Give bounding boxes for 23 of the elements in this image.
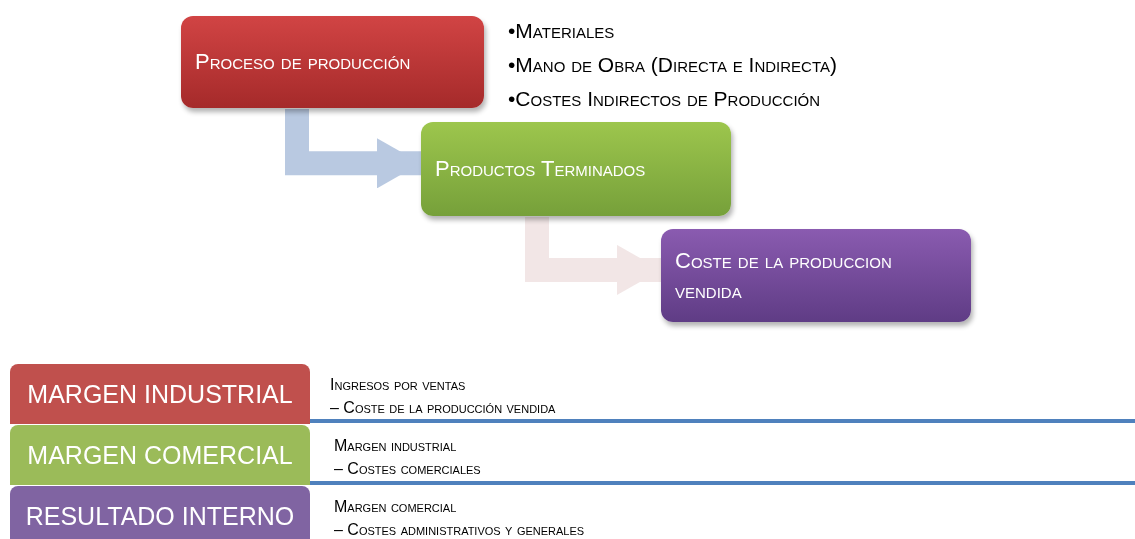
- process-box: [181, 16, 484, 108]
- label-band: [10, 425, 310, 485]
- node-text: MARGEN COMERCIAL: [27, 440, 293, 470]
- bent-arrow: [525, 217, 661, 295]
- bent-arrow: [285, 109, 421, 189]
- note-text: Margen industrial: [334, 436, 457, 456]
- note-text: •Materiales: [508, 18, 615, 44]
- node-text: MARGEN INDUSTRIAL: [27, 379, 293, 409]
- node-text: RESULTADO INTERNO: [25, 501, 295, 531]
- process-box: [421, 122, 731, 216]
- process-box: [661, 229, 971, 322]
- note-text: Ingresos por ventas: [330, 375, 466, 395]
- note-text: – Coste de la producción vendida: [330, 398, 556, 418]
- note-text: Margen comercial: [334, 497, 457, 517]
- note-text: •Mano de Obra (Directa e Indirecta): [508, 52, 837, 78]
- node-text: Productos Terminados: [435, 155, 646, 184]
- note-text: – Costes administrativos y generales: [334, 520, 585, 539]
- label-band: [10, 364, 310, 424]
- node-text: Coste de la produccion vendida: [675, 246, 893, 305]
- note-text: – Costes comerciales: [334, 459, 481, 479]
- note-text: •Costes Indirectos de Producción: [508, 86, 821, 112]
- label-band: [10, 486, 310, 539]
- node-text: Proceso de producción: [195, 48, 411, 77]
